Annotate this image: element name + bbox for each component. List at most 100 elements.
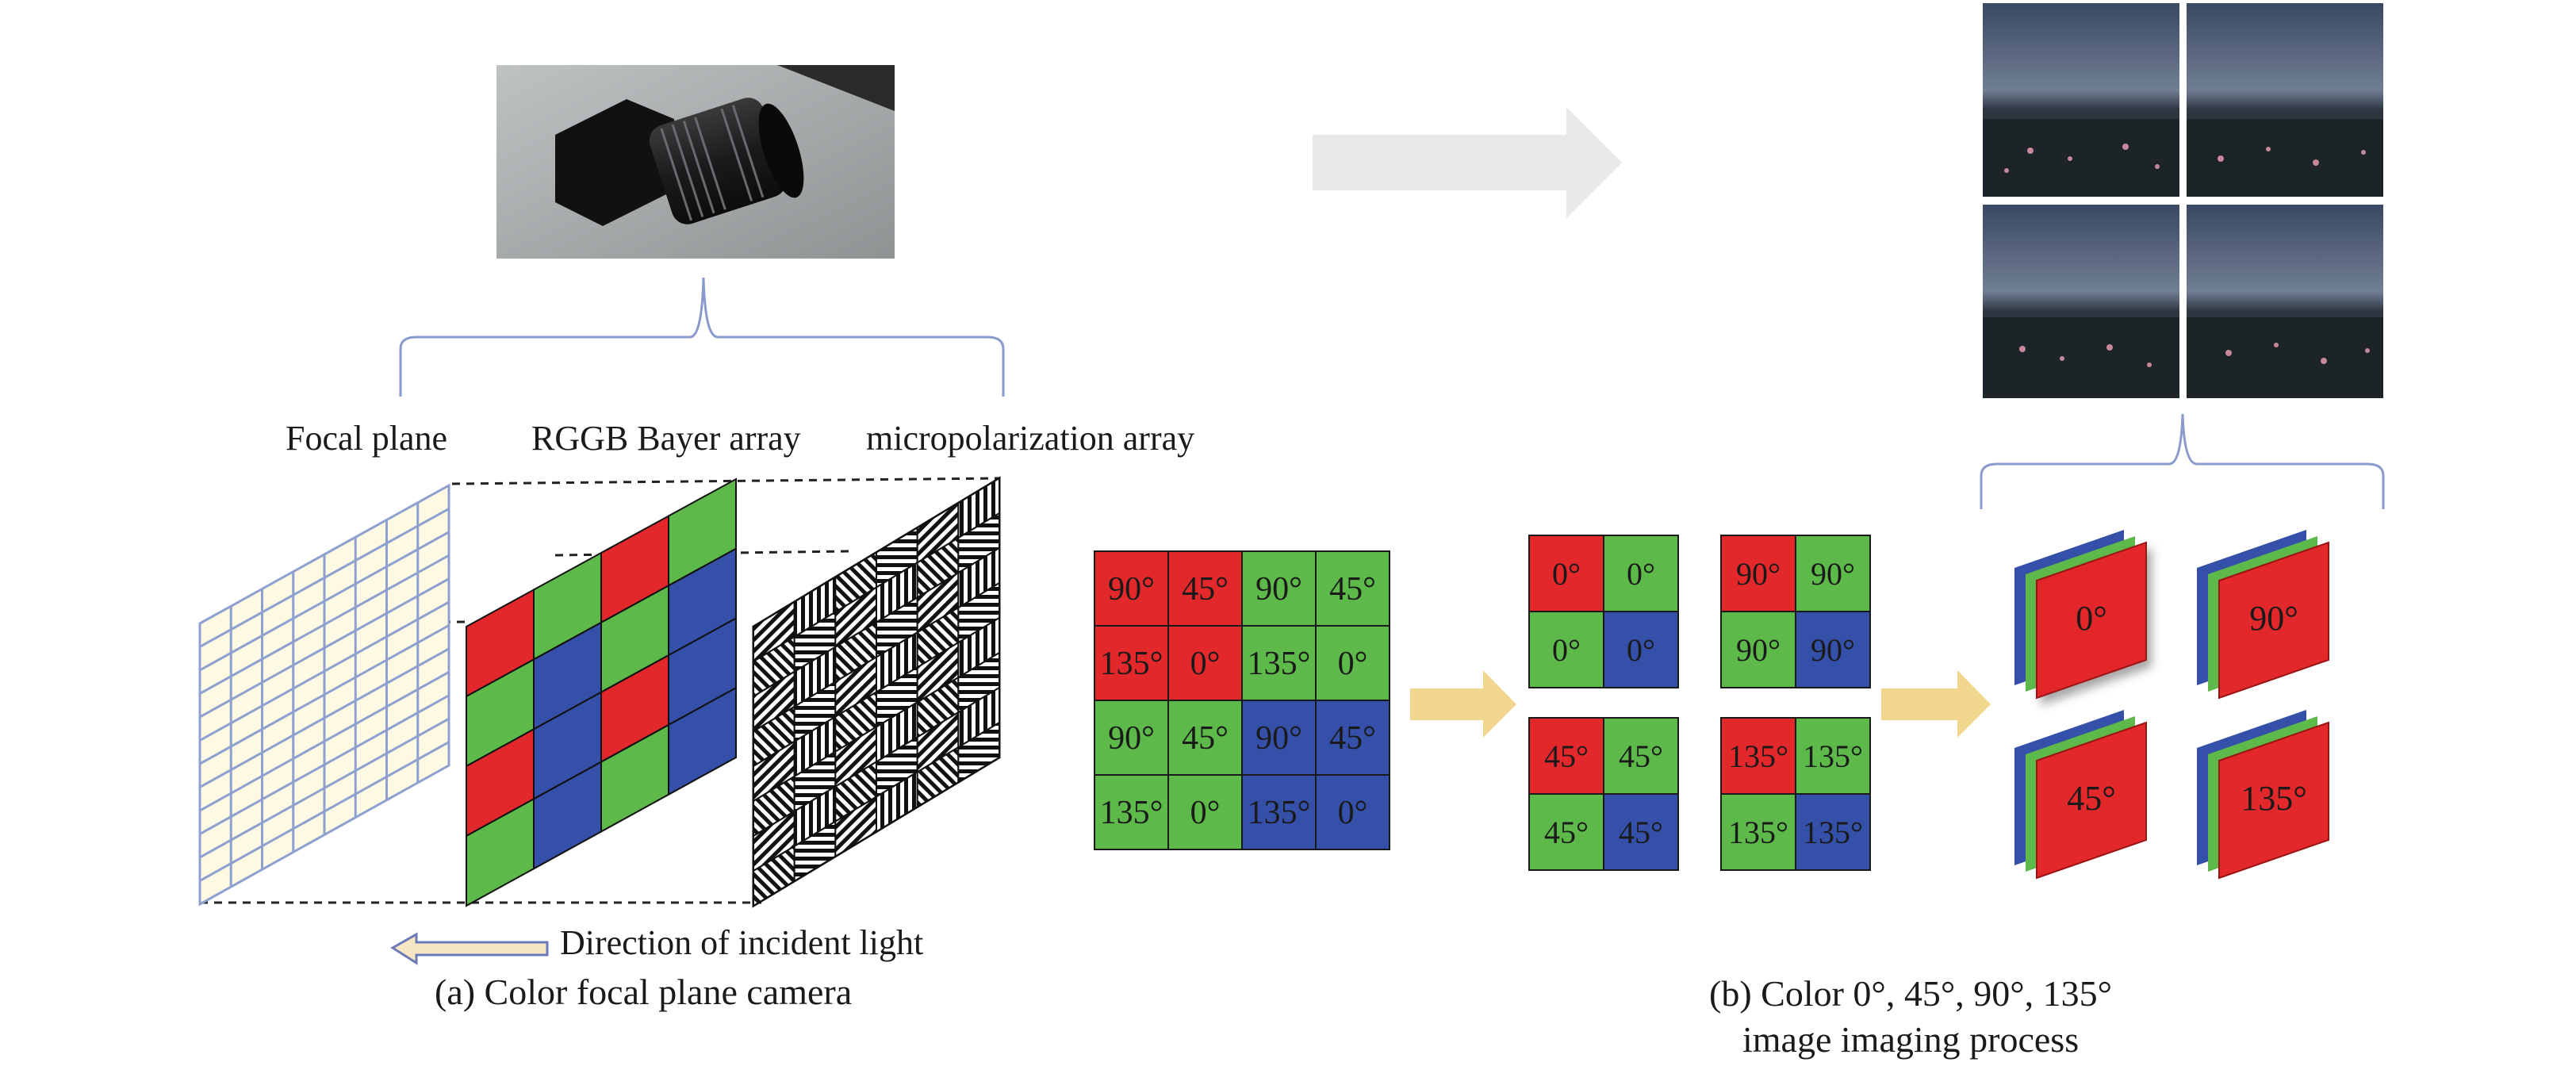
camera-photo (496, 65, 895, 259)
sub-block-cell-label: 135° (1803, 815, 1863, 850)
caption-a: (a) Color focal plane camera (435, 972, 852, 1012)
camera-brace (399, 277, 1005, 397)
result-photo-4 (2187, 205, 2383, 398)
mosaic-cell-label: 90° (1108, 571, 1155, 608)
mosaic-cell-label: 135° (1248, 795, 1311, 831)
process-arrow-icon (1313, 107, 1622, 218)
plane-red (2218, 541, 2329, 700)
caption-b-line1: (b) Color 0°, 45°, 90°, 135° (1709, 973, 2112, 1014)
focal-grid-line (199, 741, 450, 882)
focal-grid-line (199, 694, 450, 835)
incident-light-arrow-icon (390, 932, 549, 965)
sub-block-cell-label: 0° (1552, 632, 1581, 668)
result-photo-3 (1983, 205, 2179, 398)
sub-block-cell-label: 0° (1552, 556, 1581, 592)
plane-red (2036, 541, 2147, 700)
planes-brace (1980, 413, 2385, 509)
focal-plane-label: Focal plane (286, 419, 447, 458)
sub-block-cell-label: 90° (1811, 632, 1855, 668)
focal-grid-line (199, 577, 450, 719)
mosaic-cell (1094, 625, 1169, 701)
mosaic-cell-label: 90° (1108, 720, 1155, 757)
focal-grid-line (199, 671, 450, 812)
focal-grid-line (199, 531, 450, 672)
yellow-arrow-2-icon (1881, 670, 1991, 738)
plane-red (2036, 721, 2147, 880)
focal-grid-line (199, 508, 450, 648)
sub-block-90-cell (1720, 535, 1796, 612)
mosaic-cell (1315, 700, 1390, 776)
mosaic-cell (1167, 700, 1243, 776)
result-photos (1983, 3, 2383, 398)
sub-block-cell-label: 90° (1736, 556, 1781, 592)
sub-block-90-cell (1720, 611, 1796, 688)
plane-label: 45° (2067, 779, 2116, 818)
bayer-cell-blue (668, 686, 737, 796)
plane-label: 135° (2241, 779, 2307, 818)
bayer-array-label: RGGB Bayer array (531, 419, 801, 458)
result-photo-2 (2187, 3, 2383, 197)
sub-block-cell-label: 135° (1728, 738, 1788, 774)
sub-block-45-cell (1528, 717, 1604, 795)
mosaic-cell-label: 135° (1248, 646, 1311, 682)
sub-block-135-cell (1795, 717, 1871, 795)
focal-plane-grid (198, 483, 450, 907)
sub-block-45-cell (1603, 717, 1679, 795)
plane-red (2218, 721, 2329, 880)
sub-block-135-cell (1720, 717, 1796, 795)
incident-light-label: Direction of incident light (560, 923, 923, 962)
color-plane-stack: 0° (2014, 530, 2147, 700)
plane-label: 0° (2076, 599, 2107, 638)
sub-block-cell-label: 45° (1619, 738, 1663, 774)
mosaic-cell-label: 0° (1190, 795, 1221, 831)
mosaic-cell (1315, 774, 1390, 850)
sub-block-0-cell (1528, 611, 1604, 688)
sub-blocks: 0°0°0°0°90°90°90°90°45°45°45°45°135°135°… (1528, 535, 1871, 871)
yellow-arrow-1-icon (1410, 670, 1516, 738)
sub-block-cell-label: 45° (1544, 738, 1589, 774)
sub-block-cell-label: 45° (1544, 815, 1589, 850)
color-plane-stack: 135° (2197, 710, 2329, 880)
sub-block-90-cell (1795, 535, 1871, 612)
focal-grid-line (199, 647, 450, 788)
bayer-array (466, 477, 737, 907)
mosaic-cell (1167, 625, 1243, 701)
mosaic-cell-label: 45° (1182, 571, 1229, 608)
focal-grid-line (199, 554, 450, 695)
focal-grid-line (199, 624, 450, 765)
color-plane-stack: 45° (2014, 710, 2147, 880)
sub-block-cell-label: 135° (1803, 738, 1863, 774)
mosaic-cell (1167, 550, 1243, 627)
focal-grid-line (199, 717, 450, 859)
micropolarization-array-label: micropolarization array (866, 419, 1194, 458)
mosaic-cell-label: 45° (1329, 571, 1376, 608)
mosaic-cell-label: 90° (1255, 720, 1302, 757)
plane-label: 90° (2249, 599, 2298, 638)
focal-grid-line (199, 600, 450, 742)
caption-b-line2: image imaging process (1742, 1019, 2079, 1060)
sub-block-cell-label: 0° (1627, 632, 1655, 668)
sub-block-45-cell (1603, 793, 1679, 871)
mosaic-cell-label: 135° (1100, 646, 1163, 682)
sub-block-135-cell (1795, 793, 1871, 871)
mosaic-cell (1241, 774, 1317, 850)
sub-block-90-cell (1795, 611, 1871, 688)
mosaic-cell-label: 45° (1329, 720, 1376, 757)
polarizer-cell (957, 721, 1000, 784)
mosaic-cell (1094, 550, 1169, 627)
sub-block-0-cell (1603, 611, 1679, 688)
sub-block-cell-label: 90° (1736, 632, 1781, 668)
mosaic-cell (1167, 774, 1243, 850)
sub-block-45-cell (1528, 793, 1604, 871)
mosaic-cell-label: 0° (1338, 795, 1368, 831)
mosaic-cell-label: 0° (1338, 646, 1368, 682)
mosaic-cell (1315, 550, 1390, 627)
micropolarization-array (752, 476, 1001, 908)
mosaic-cell-label: 0° (1190, 646, 1221, 682)
mosaic-cell (1094, 700, 1169, 776)
sub-block-135-cell (1720, 793, 1796, 871)
sub-block-cell-label: 0° (1627, 556, 1655, 592)
sub-block-cell-label: 45° (1619, 815, 1663, 850)
sub-block-cell-label: 135° (1728, 815, 1788, 850)
